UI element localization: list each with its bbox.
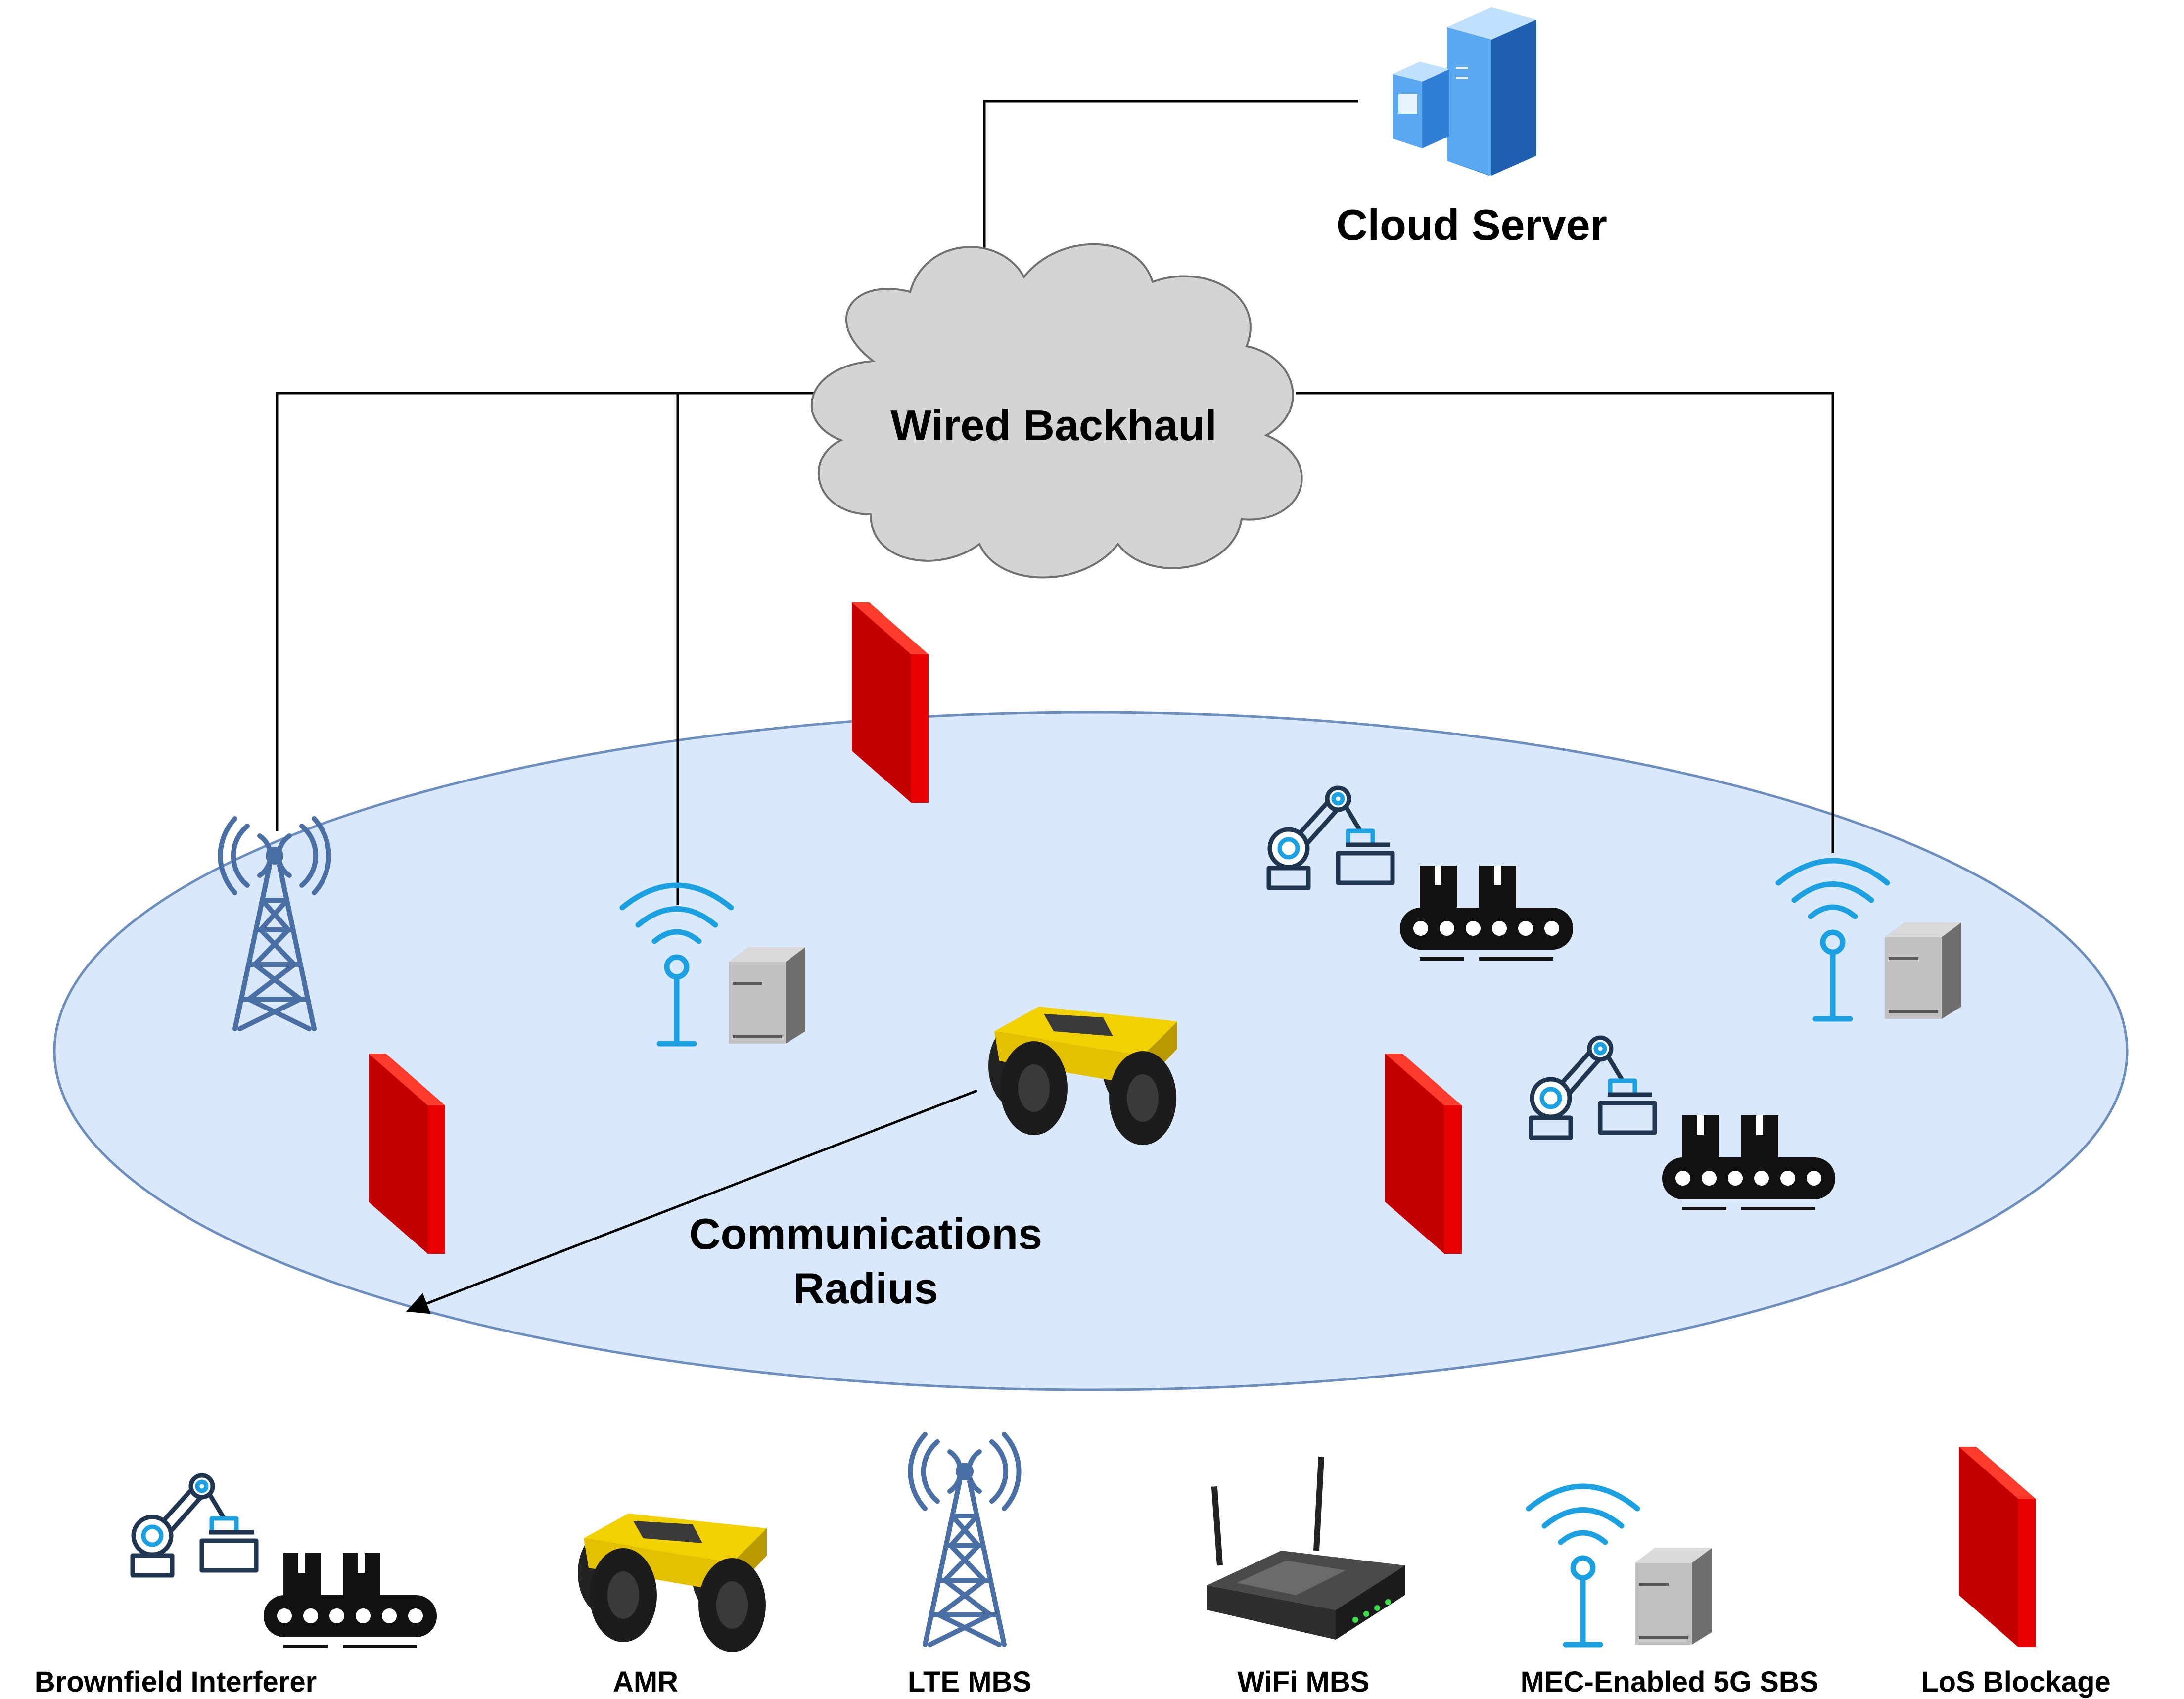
cloud-server-label: Cloud Server	[1336, 200, 1607, 249]
legend-label: WiFi MBS	[1238, 1666, 1370, 1698]
legend-label: LoS Blockage	[1921, 1666, 2111, 1698]
backhaul-cloud	[810, 243, 1303, 579]
backhaul-label: Wired Backhaul	[890, 401, 1216, 450]
backhaul-links	[276, 100, 1834, 905]
robot-arm-conveyor-icon	[133, 1475, 437, 1648]
radius-label-line2: Radius	[793, 1264, 938, 1313]
legend-label: AMR	[613, 1666, 678, 1698]
cloud-server-icon	[1393, 7, 1536, 176]
legend-label: Brownfield Interferer	[35, 1666, 317, 1698]
wifi-server-icon	[1529, 1486, 1712, 1645]
legend: Brownfield Interferer AMR LTE MBS WiFi M…	[35, 1434, 2111, 1698]
radius-arrow	[406, 1089, 977, 1314]
red-wall-icon	[1959, 1447, 2036, 1647]
wifi-router-icon	[1207, 1456, 1405, 1640]
amr-robot-icon	[578, 1514, 767, 1652]
cell-tower-icon	[910, 1434, 1019, 1645]
radius-label-line1: Communications	[689, 1209, 1042, 1258]
legend-label: MEC-Enabled 5G SBS	[1521, 1666, 1819, 1698]
legend-label: LTE MBS	[908, 1666, 1031, 1698]
